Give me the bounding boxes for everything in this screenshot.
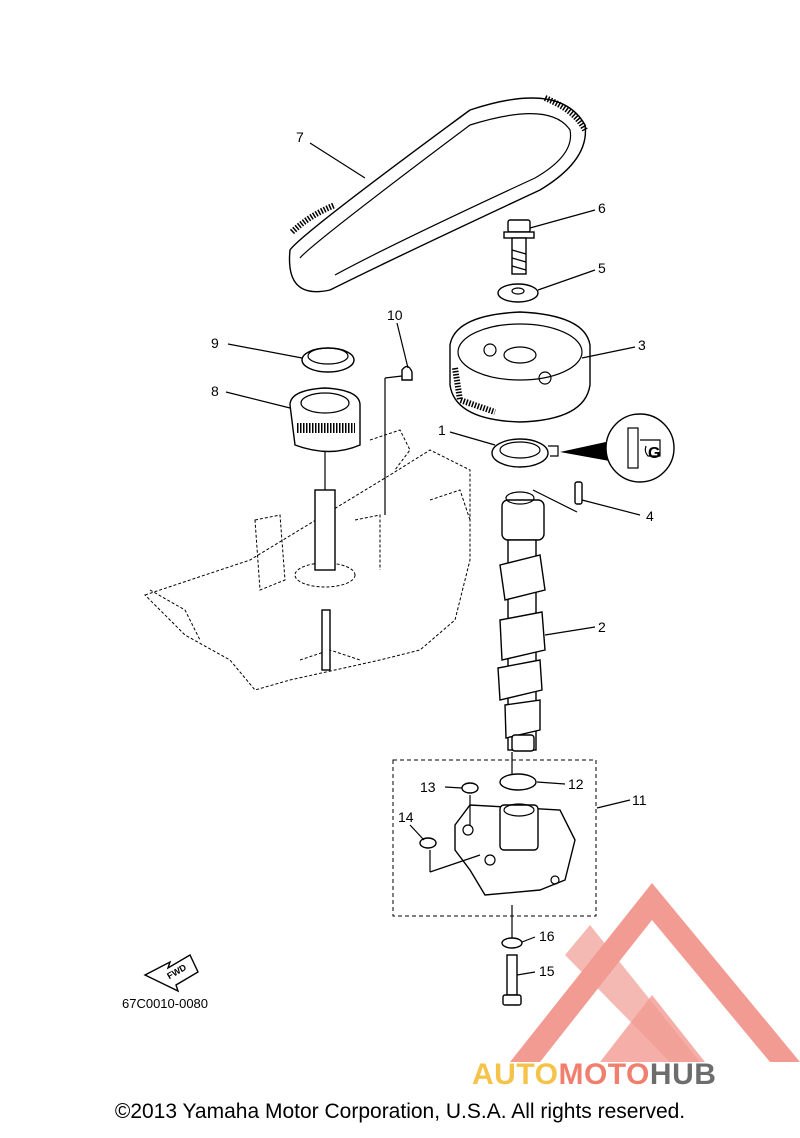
seal-ring	[301, 347, 355, 373]
callout-13: 13	[420, 779, 436, 795]
watermark-hub: HUB	[649, 1058, 717, 1091]
callout-7: 7	[296, 129, 304, 145]
callout-3: 3	[638, 337, 646, 353]
svg-text:G: G	[648, 445, 660, 462]
automotohub-logo	[510, 883, 800, 1062]
powerhead-outline	[144, 375, 471, 691]
callout-1: 1	[438, 422, 446, 438]
callout-10: 10	[387, 307, 403, 323]
callout-12: 12	[568, 776, 584, 792]
fwd-arrow-icon: FWD	[143, 954, 199, 993]
oil-seal	[491, 438, 559, 468]
watermark-auto: AUTO	[472, 1058, 559, 1091]
bushing	[289, 387, 361, 453]
callout-14: 14	[398, 809, 414, 825]
diagram-code: 67C0010-0080	[122, 996, 208, 1011]
callout-6: 6	[598, 200, 606, 216]
camshaft	[497, 491, 546, 752]
automotohub-watermark: AUTOMOTOHUB	[472, 1058, 716, 1092]
timing-belt	[288, 95, 588, 293]
woodruff-key	[401, 365, 413, 381]
camshaft-pulley	[449, 311, 591, 423]
bolt	[503, 219, 535, 275]
leader-lines	[225, 142, 641, 976]
pump-washer	[501, 905, 523, 949]
pump-bolt	[502, 954, 522, 1006]
oil-pump-assembly	[392, 759, 597, 917]
callout-5: 5	[598, 260, 606, 276]
callout-9: 9	[211, 335, 219, 351]
washer	[497, 283, 539, 303]
watermark-moto: MOTO	[558, 1058, 650, 1091]
dowel-pin	[574, 481, 583, 505]
callout-15: 15	[539, 963, 555, 979]
callout-2: 2	[598, 619, 606, 635]
seal-detail-inset: G	[560, 413, 675, 483]
callout-16: 16	[539, 928, 555, 944]
callout-4: 4	[646, 508, 654, 524]
callout-11: 11	[632, 792, 647, 808]
copyright-notice: ©2013 Yamaha Motor Corporation, U.S.A. A…	[114, 1100, 686, 1123]
callout-8: 8	[211, 383, 219, 399]
